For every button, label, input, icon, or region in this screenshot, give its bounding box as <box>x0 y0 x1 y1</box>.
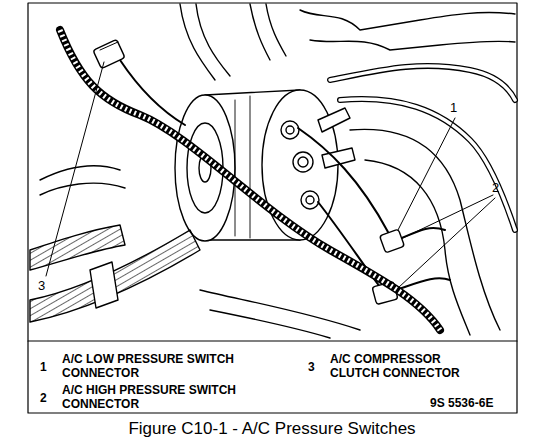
figure-caption: Figure C10-1 - A/C Pressure Switches <box>0 419 544 439</box>
hose <box>40 183 125 195</box>
legend-number: 2 <box>40 391 47 405</box>
hose <box>40 166 120 180</box>
bracket <box>90 262 118 308</box>
hose <box>210 310 330 338</box>
manifold-port <box>293 152 313 172</box>
hose <box>196 4 230 76</box>
hose <box>300 10 515 30</box>
callout-number: 3 <box>38 278 45 294</box>
high-pressure-switch <box>306 196 314 204</box>
legend-text: A/C HIGH PRESSURE SWITCH CONNECTOR <box>62 383 252 412</box>
hose <box>200 290 360 330</box>
refrigerant-line <box>340 99 515 230</box>
low-pressure-switch <box>286 126 294 134</box>
switch-wire <box>298 128 388 232</box>
legend-number: 1 <box>40 360 47 374</box>
hose <box>266 4 286 56</box>
refrigerant-line <box>330 66 515 100</box>
legend-text: A/C COMPRESSOR CLUTCH CONNECTOR <box>330 352 465 381</box>
legend-text: A/C LOW PRESSURE SWITCH CONNECTOR <box>62 352 252 381</box>
leader-line <box>398 118 455 230</box>
leader-line <box>403 195 493 238</box>
hose <box>310 40 515 50</box>
legend-number: 3 <box>308 360 315 374</box>
clutch-wire <box>120 60 185 125</box>
figure-number: 9S 5536-6E <box>430 396 493 410</box>
low-pressure-switch <box>281 121 299 139</box>
high-pressure-switch <box>301 191 319 209</box>
compressor-clutch-connector <box>93 39 125 68</box>
refrigerant-line <box>340 99 515 230</box>
callout-number: 2 <box>492 180 499 196</box>
leader-line <box>46 62 104 276</box>
compressor-clutch <box>175 95 235 241</box>
refrigerant-line <box>330 66 515 100</box>
callout-number: 1 <box>450 100 457 116</box>
manifold-port <box>298 157 308 167</box>
low-pressure-switch-connector <box>380 229 405 253</box>
hose <box>350 129 500 330</box>
figure-frame <box>28 3 517 413</box>
leader-line <box>398 198 495 288</box>
legend-divider <box>28 340 517 341</box>
compressor-body <box>235 96 250 238</box>
manifold <box>318 108 350 132</box>
compressor-clutch-connector <box>100 42 118 50</box>
